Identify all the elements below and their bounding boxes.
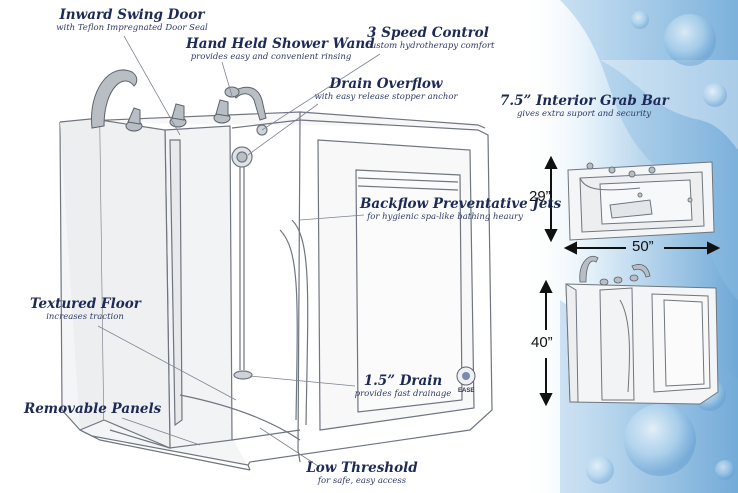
dimension-height: 40” (531, 334, 553, 351)
callout-title: Drain Overflow (329, 76, 443, 92)
callout-title: Removable Panels (24, 401, 162, 417)
callout-backflow-jets: Backflow Preventative Jets for hygienic … (360, 196, 562, 223)
callout-hand-held-shower-wand: Hand Held Shower Wand provides easy and … (186, 36, 375, 63)
callout-textured-floor: Textured Floor increases traction (30, 296, 141, 323)
callout-interior-grab-bar: 7.5” Interior Grab Bar gives extra supor… (500, 93, 669, 120)
dimension-depth: 29” (529, 188, 551, 205)
callout-inward-swing-door: Inward Swing Door with Teflon Impregnate… (54, 8, 210, 33)
callout-subtitle: with easy release stopper anchor (314, 92, 458, 103)
callout-removable-panels: Removable Panels (24, 402, 161, 416)
callout-title: Hand Held Shower Wand (186, 36, 375, 52)
callout-subtitle: with Teflon Impregnated Door Seal (56, 23, 208, 34)
callout-subtitle: for safe, easy access (317, 476, 407, 487)
callout-subtitle: increases traction (46, 312, 124, 323)
callout-title: 1.5” Drain (363, 373, 443, 389)
callout-subtitle: custom hydrotherapy comfort (366, 41, 495, 52)
callout-title: Backflow Preventative Jets (360, 196, 562, 212)
callout-3-speed-control: 3 Speed Control custom hydrotherapy comf… (366, 25, 495, 52)
callout-drain: 1.5” Drain provides fast drainage (346, 374, 460, 399)
callout-subtitle: provides fast drainage (354, 389, 452, 400)
callout-title: Low Threshold (306, 460, 418, 476)
callout-title: 3 Speed Control (367, 25, 489, 41)
brand-logo: EASE (458, 388, 475, 394)
dimension-width: 50” (632, 238, 654, 255)
callout-drain-overflow: Drain Overflow with easy release stopper… (310, 77, 462, 102)
callout-title: Textured Floor (30, 296, 141, 312)
callout-subtitle: provides easy and convenient rinsing (190, 52, 352, 63)
callout-subtitle: gives extra suport and security (516, 109, 652, 120)
callout-subtitle: for hygienic spa-like bathing heaury (367, 212, 523, 223)
callout-title: Inward Swing Door (59, 7, 205, 23)
callout-title: 7.5” Interior Grab Bar (500, 93, 669, 109)
callout-low-threshold: Low Threshold for safe, easy access (306, 461, 418, 486)
